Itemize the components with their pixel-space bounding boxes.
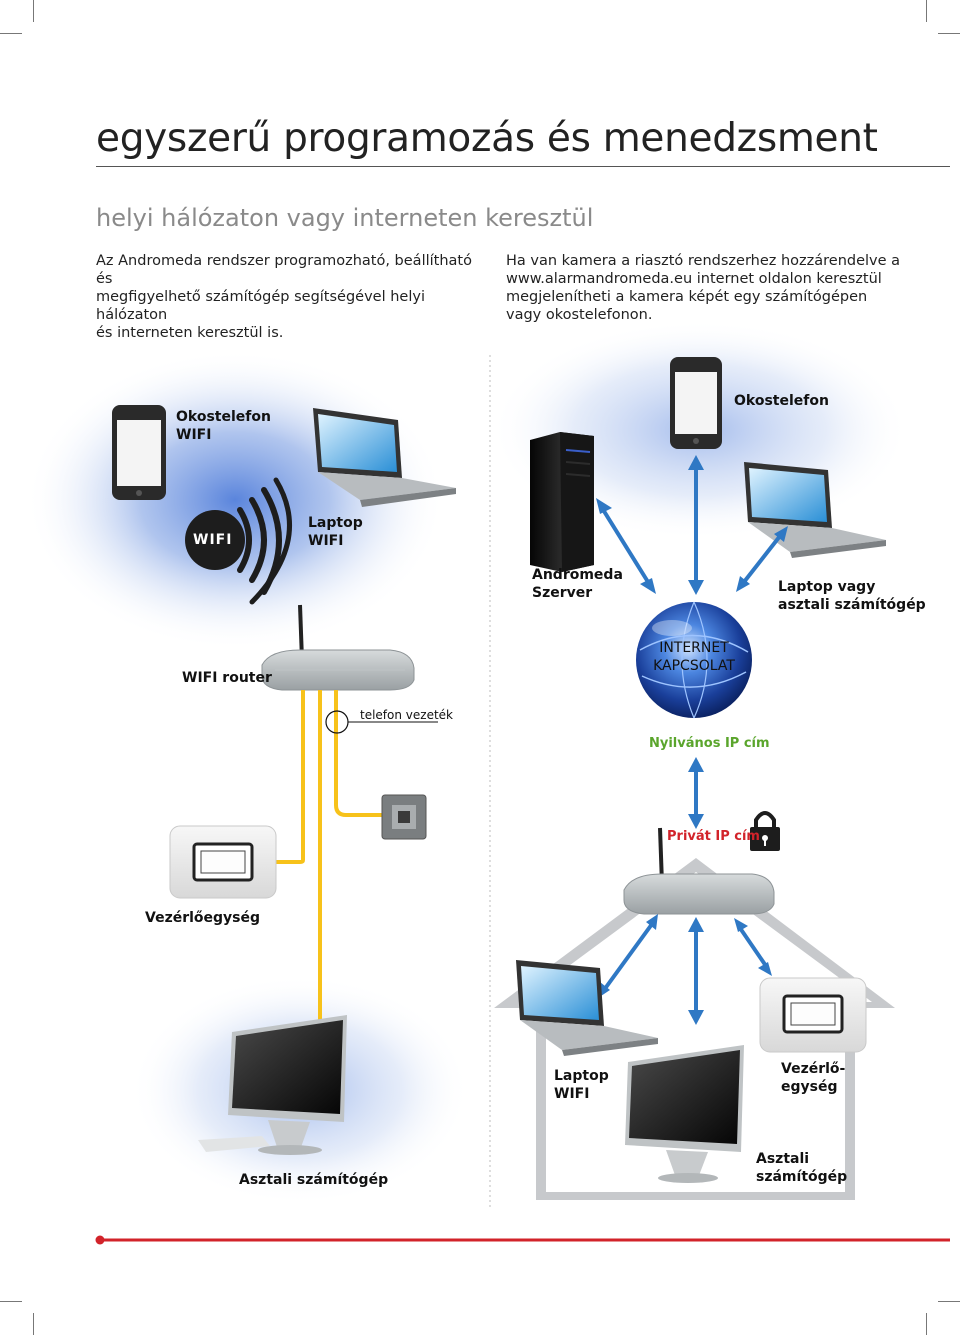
house-desktop-label-line: számítógép bbox=[756, 1169, 848, 1185]
right-laptop-label: Laptop vagy asztali számítógép bbox=[778, 578, 926, 614]
house-desktop-label-line: Asztali bbox=[756, 1151, 810, 1167]
right-laptop-label-line: asztali számítógép bbox=[778, 597, 926, 613]
intro-right: Ha van kamera a riasztó rendszerhez hozz… bbox=[506, 252, 926, 324]
control-panel-icon bbox=[759, 977, 867, 1053]
server-label-line: Szerver bbox=[532, 585, 593, 601]
intro-right-line: www.alarmandromeda.eu internet oldalon k… bbox=[506, 271, 882, 287]
page-subtitle: helyi hálózaton vagy interneten keresztü… bbox=[96, 204, 594, 232]
crop-mark bbox=[926, 0, 927, 22]
internet-label: INTERNET KAPCSOLAT bbox=[644, 639, 744, 675]
house-control-label-line: Vezérlő- bbox=[781, 1061, 846, 1077]
desktop-monitor-icon bbox=[625, 1045, 744, 1183]
intro-right-line: Ha van kamera a riasztó rendszerhez hozz… bbox=[506, 253, 901, 269]
crop-mark bbox=[938, 33, 960, 34]
intro-right-line: vagy okostelefonon. bbox=[506, 307, 653, 323]
laptop-icon bbox=[516, 960, 658, 1056]
right-laptop-label-line: Laptop vagy bbox=[778, 579, 876, 595]
double-arrow-icon bbox=[688, 917, 704, 1025]
crop-mark bbox=[926, 1313, 927, 1335]
padlock-icon bbox=[750, 811, 780, 851]
house-laptop-label-line: WIFI bbox=[554, 1086, 590, 1102]
house-outline bbox=[494, 858, 895, 1200]
private-ip-label: Privát IP cím bbox=[667, 829, 760, 844]
house-control-label: Vezérlő- egység bbox=[781, 1060, 845, 1096]
desktop-monitor-icon bbox=[198, 1015, 347, 1155]
crop-mark bbox=[0, 33, 22, 34]
control-panel-icon bbox=[169, 825, 277, 899]
internet-label-line: INTERNET bbox=[659, 640, 729, 656]
intro-left: Az Andromeda rendszer programozható, beá… bbox=[96, 252, 476, 342]
phone-line-label: telefon vezeték bbox=[360, 708, 453, 722]
laptop-icon bbox=[313, 408, 456, 507]
double-arrow-icon bbox=[688, 455, 704, 595]
house-desktop-label: Asztali számítógép bbox=[756, 1150, 847, 1186]
crop-mark bbox=[0, 1301, 22, 1302]
intro-left-line: Az Andromeda rendszer programozható, beá… bbox=[96, 253, 472, 287]
laptop-label: Laptop WIFI bbox=[308, 514, 363, 550]
title-divider bbox=[96, 166, 950, 167]
router-icon bbox=[261, 604, 415, 691]
laptop-label-line: Laptop bbox=[308, 515, 363, 531]
server-label: Andromeda Szerver bbox=[532, 566, 623, 602]
house-laptop-label: Laptop WIFI bbox=[554, 1067, 609, 1103]
double-arrow-icon bbox=[734, 918, 772, 976]
public-ip-label: Nyilvános IP cím bbox=[649, 736, 770, 751]
server-tower-icon bbox=[530, 432, 594, 572]
crop-mark bbox=[33, 1313, 34, 1335]
router-label: WIFI router bbox=[182, 670, 272, 686]
double-arrow-icon bbox=[596, 498, 656, 594]
phone-label: Okostelefon WIFI bbox=[176, 408, 271, 444]
server-label-line: Andromeda bbox=[532, 567, 623, 583]
cable bbox=[334, 690, 382, 817]
cable bbox=[275, 690, 305, 864]
right-phone-label: Okostelefon bbox=[734, 393, 829, 409]
phone-label-line: WIFI bbox=[176, 427, 212, 443]
globe-icon bbox=[636, 601, 752, 719]
double-arrow-icon bbox=[736, 526, 788, 592]
phone-label-line: Okostelefon bbox=[176, 409, 271, 425]
wifi-signal-icon bbox=[185, 477, 292, 605]
wall-socket-icon bbox=[381, 794, 427, 840]
page-title: egyszerű programozás és menedzsment bbox=[96, 116, 878, 161]
house-control-label-line: egység bbox=[781, 1079, 838, 1095]
smartphone-icon bbox=[112, 405, 166, 500]
control-unit-label: Vezérlőegység bbox=[145, 910, 261, 926]
crop-mark bbox=[33, 0, 34, 22]
laptop-label-line: WIFI bbox=[308, 533, 344, 549]
crop-mark bbox=[938, 1301, 960, 1302]
double-arrow-icon bbox=[688, 757, 704, 829]
intro-left-line: és interneten keresztül is. bbox=[96, 325, 284, 341]
wifi-badge-text: WIFI bbox=[193, 532, 233, 548]
intro-right-line: megjelenítheti a kamera képét egy számít… bbox=[506, 289, 868, 305]
house-laptop-label-line: Laptop bbox=[554, 1068, 609, 1084]
desktop-label: Asztali számítógép bbox=[239, 1172, 389, 1188]
smartphone-icon bbox=[670, 357, 722, 449]
router-icon bbox=[623, 827, 775, 915]
intro-left-line: megfigyelhető számítógép segítségével he… bbox=[96, 289, 425, 323]
internet-label-line: KAPCSOLAT bbox=[653, 658, 735, 674]
